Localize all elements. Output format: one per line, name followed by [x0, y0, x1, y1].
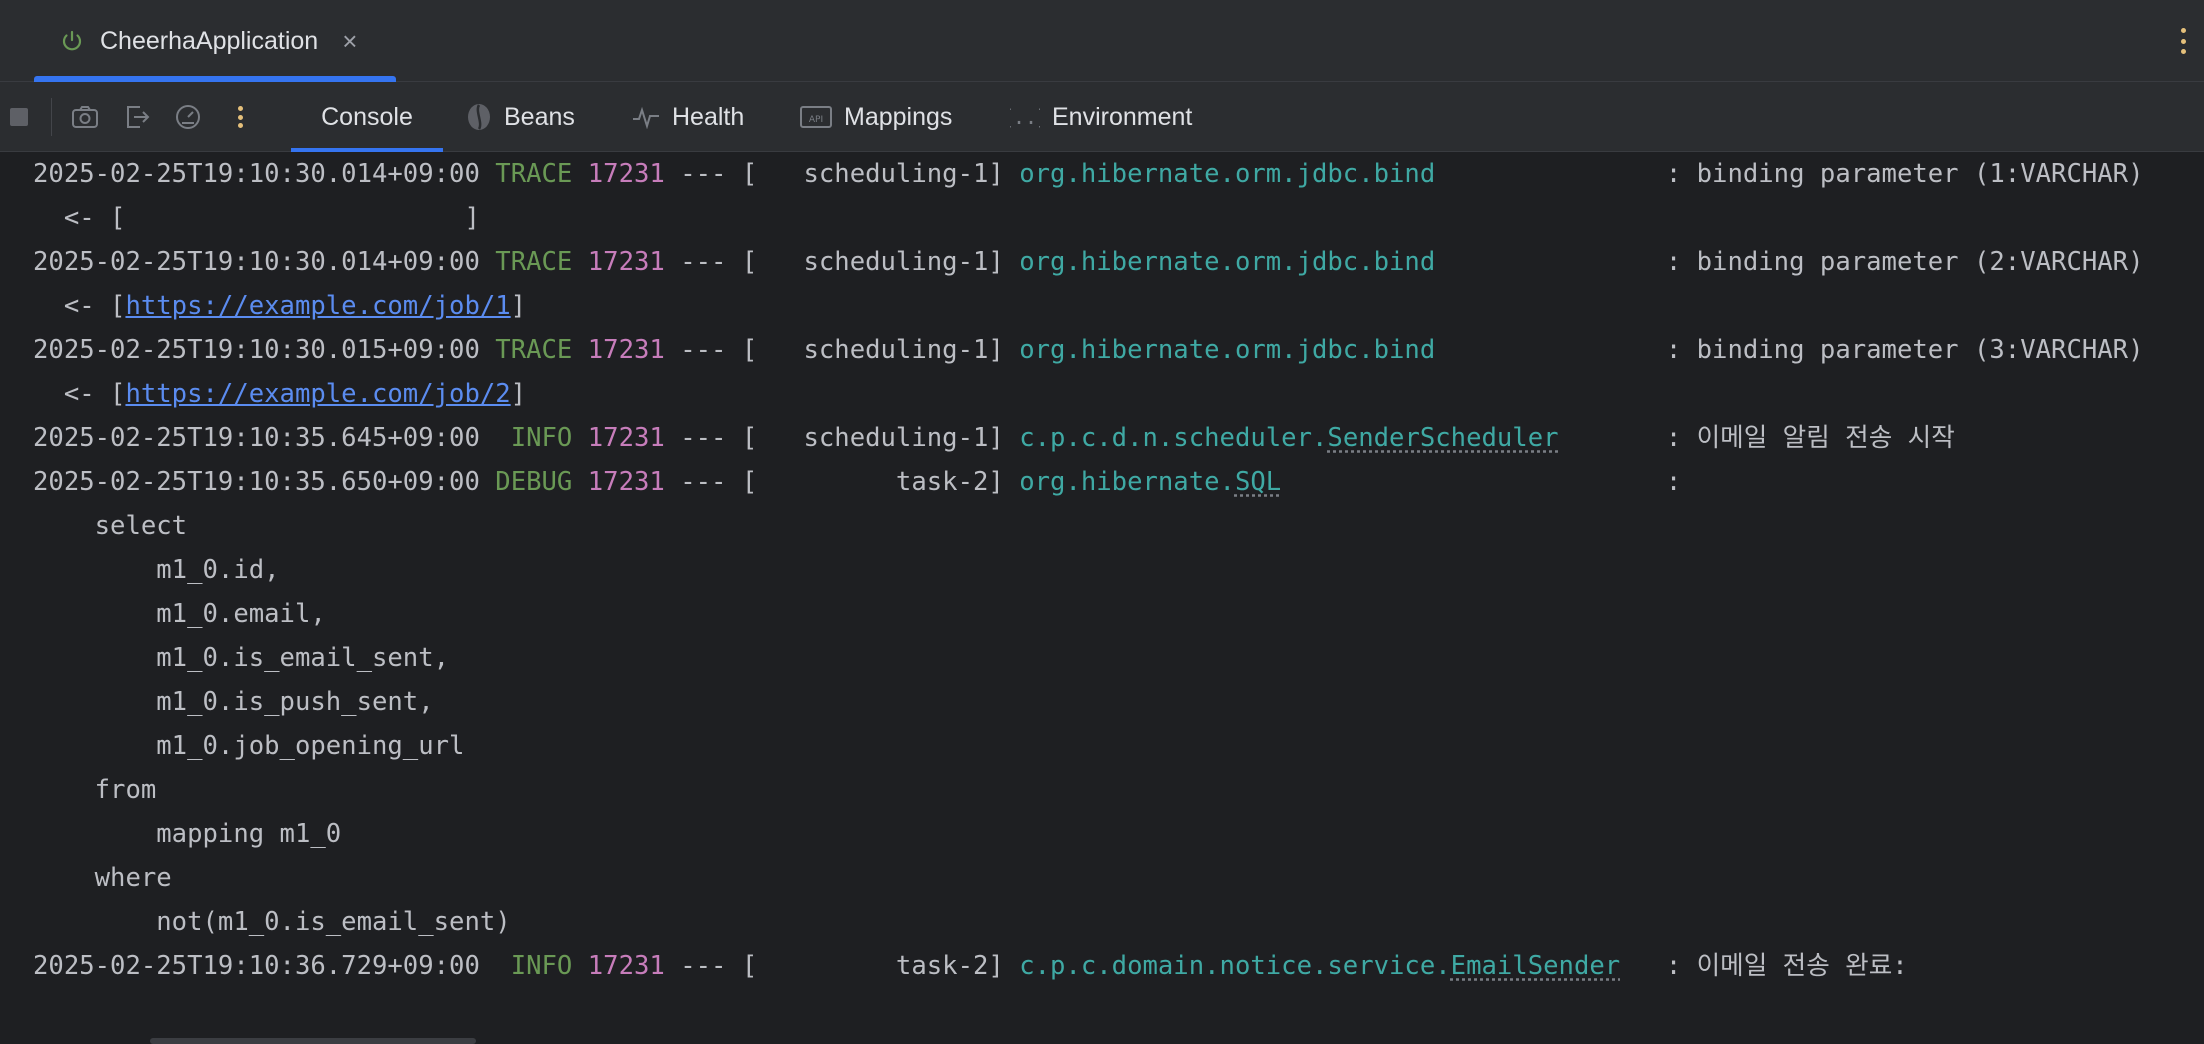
horizontal-scrollbar[interactable] [150, 1038, 476, 1044]
sql-line: m1_0.id, [33, 555, 280, 585]
sql-line: where [33, 863, 172, 893]
more-icon[interactable] [237, 106, 243, 128]
log-line: 2025-02-25T19:10:35.645+09:00 INFO 17231… [33, 423, 1559, 453]
tab-environment-label: Environment [1052, 102, 1193, 131]
more-options-icon[interactable] [2180, 28, 2186, 54]
run-tab-indicator [34, 76, 396, 82]
log-line: 2025-02-25T19:10:30.014+09:00 TRACE 1723… [33, 159, 1436, 189]
exit-icon[interactable] [122, 102, 152, 132]
log-line: 2025-02-25T19:10:30.015+09:00 TRACE 1723… [33, 335, 1436, 365]
toolbar-divider [51, 98, 52, 136]
sql-line: not(m1_0.is_email_sent) [33, 907, 511, 937]
sql-line: m1_0.job_opening_url [33, 731, 465, 761]
log-line: 2025-02-25T19:10:30.014+09:00 TRACE 1723… [33, 247, 1436, 277]
svg-text:API: API [809, 115, 823, 125]
tab-mappings-label: Mappings [844, 102, 953, 131]
sql-line: m1_0.is_email_sent, [33, 643, 450, 673]
log-message: : 이메일 알림 전송 시작 [1635, 423, 1955, 453]
tab-console-label: Console [321, 102, 413, 131]
bean-icon [466, 102, 492, 132]
log-message: : binding parameter (2:VARCHAR) [1635, 247, 2144, 277]
pulse-icon [632, 105, 660, 129]
run-tab-cheerha[interactable]: CheerhaApplication × [34, 0, 396, 82]
sql-line: from [33, 775, 157, 805]
camera-icon[interactable] [70, 102, 100, 132]
logger-class-link[interactable]: EmailSender [1450, 951, 1621, 981]
log-message: : binding parameter (1:VARCHAR) [1635, 159, 2144, 189]
sql-line: select [33, 511, 188, 541]
log-continuation: <- [https://example.com/job/2] [33, 379, 527, 409]
run-tab-bar: CheerhaApplication × [0, 0, 2204, 82]
gauge-icon[interactable] [173, 102, 203, 132]
power-icon [58, 27, 86, 55]
stop-icon[interactable] [4, 102, 34, 132]
console-toolbar: Console Beans Health API Mappings {..} E… [0, 82, 2204, 152]
job-url-link[interactable]: https://example.com/job/1 [125, 291, 511, 321]
sql-line: m1_0.email, [33, 599, 326, 629]
job-url-link[interactable]: https://example.com/job/2 [125, 379, 511, 409]
tab-beans-label: Beans [504, 102, 575, 131]
braces-icon: {..} [1010, 104, 1040, 130]
log-message: : binding parameter (3:VARCHAR) [1635, 335, 2144, 365]
tab-console[interactable]: Console [291, 82, 443, 152]
tab-console-indicator [291, 148, 443, 152]
log-line: 2025-02-25T19:10:35.650+09:00 DEBUG 1723… [33, 467, 1282, 497]
log-message: : [1635, 467, 1682, 497]
log-continuation: <- [https://example.com/job/1] [33, 291, 527, 321]
tab-health[interactable]: Health [632, 82, 744, 152]
logger-class-link[interactable]: SenderScheduler [1327, 423, 1559, 453]
tab-environment[interactable]: {..} Environment [1010, 82, 1192, 152]
tab-health-label: Health [672, 102, 745, 131]
tab-mappings[interactable]: API Mappings [800, 82, 952, 152]
close-icon[interactable]: × [342, 25, 358, 56]
api-icon: API [800, 105, 832, 129]
sql-line: mapping m1_0 [33, 819, 342, 849]
run-tab-title: CheerhaApplication [100, 26, 319, 55]
log-continuation: <- [ ] [33, 203, 480, 233]
tab-beans[interactable]: Beans [466, 82, 575, 152]
logger-class-link[interactable]: SQL [1234, 467, 1282, 497]
log-message: : 이메일 전송 완료: [1635, 951, 1908, 981]
svg-text:{..}: {..} [1010, 105, 1040, 129]
log-line: 2025-02-25T19:10:36.729+09:00 INFO 17231… [33, 951, 1621, 981]
sql-line: m1_0.is_push_sent, [33, 687, 434, 717]
console-output[interactable]: 2025-02-25T19:10:30.014+09:00 TRACE 1723… [0, 152, 2204, 1044]
